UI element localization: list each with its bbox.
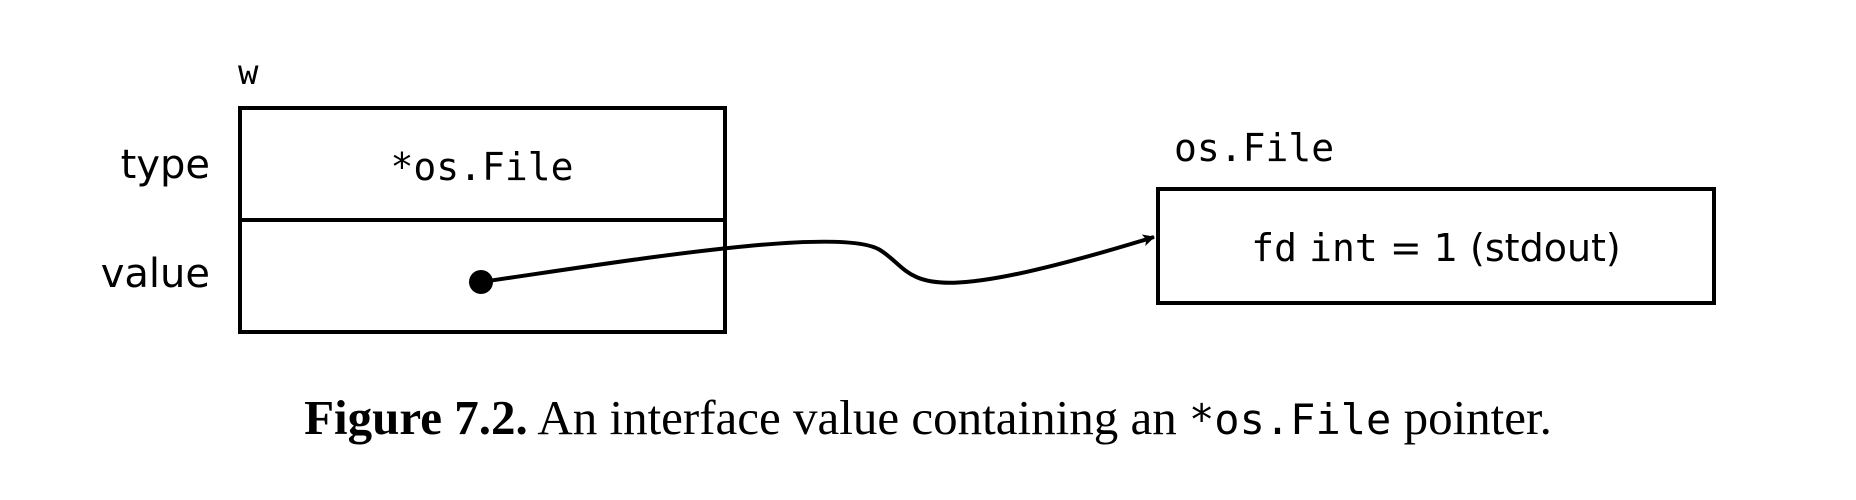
caption-text-before: An interface value containing an	[537, 390, 1176, 445]
caption-text-after: pointer.	[1404, 390, 1552, 445]
pointer-arrow	[480, 234, 1155, 285]
field-note: (stdout)	[1470, 226, 1621, 270]
type-cell-text: *os.File	[390, 145, 573, 189]
os-file-box	[1156, 187, 1716, 305]
value-cell	[238, 218, 727, 334]
field-name: fd	[1251, 226, 1297, 270]
field-type: int	[1309, 226, 1378, 270]
type-row-label: type	[121, 142, 210, 188]
value-row-label: value	[101, 251, 210, 297]
interface-variable-name: w	[238, 53, 259, 93]
interface-box: *os.File	[238, 106, 727, 334]
os-file-field: fd int = 1 (stdout)	[1251, 226, 1621, 270]
caption-code: *os.File	[1189, 395, 1391, 444]
field-value: 1	[1434, 226, 1458, 270]
field-assign: =	[1390, 226, 1422, 270]
figure-caption: Figure 7.2. An interface value containin…	[304, 390, 1552, 445]
caption-label: Figure 7.2.	[304, 390, 528, 445]
target-type-name: os.File	[1174, 126, 1334, 170]
